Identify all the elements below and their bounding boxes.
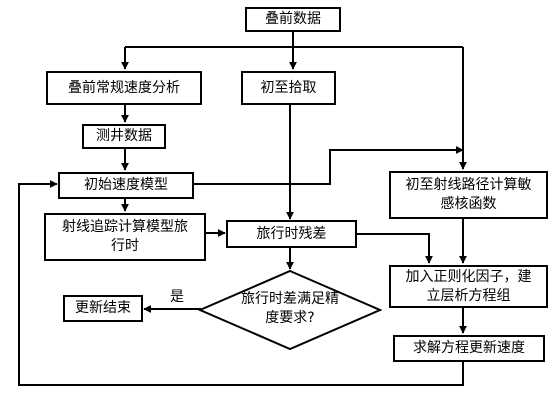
decision-label: 旅行时差满足精度要求? <box>241 291 339 326</box>
node-ray-tracing: 射线追踪计算模型旅行时 <box>44 213 206 261</box>
node-regularization: 加入正则化因子，建立层析方程组 <box>389 265 548 308</box>
node-residual: 旅行时残差 <box>226 220 357 248</box>
node-initial-model: 初始速度模型 <box>58 172 194 199</box>
node-kernel: 初至射线路径计算敏感核函数 <box>389 171 548 219</box>
decision-diamond <box>197 269 383 351</box>
edge-residual-to-regularization <box>355 233 433 264</box>
node-solve: 求解方程更新速度 <box>393 335 545 362</box>
edge-data-split <box>125 31 463 48</box>
node-stack-data: 叠前数据 <box>245 7 341 32</box>
edge-initial-model-to-kernel <box>193 146 464 185</box>
node-well-data: 测井数据 <box>82 124 166 149</box>
node-velocity-analysis: 叠前常规速度分析 <box>46 71 202 105</box>
edge-label-yes: 是 <box>170 289 184 305</box>
node-first-break: 初至拾取 <box>241 71 336 105</box>
edge-solve-loop-back <box>18 180 464 386</box>
node-end: 更新结束 <box>63 295 143 322</box>
